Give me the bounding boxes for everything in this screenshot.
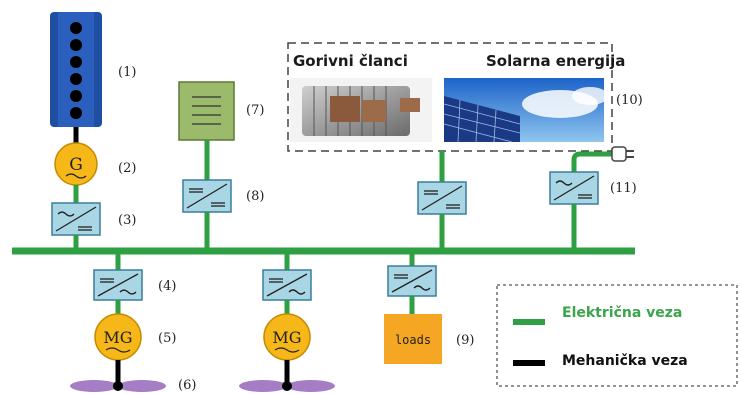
label-engine: (1) [118, 65, 136, 80]
label-conv-gen: (3) [118, 213, 136, 228]
motor-generator-1: MG [94, 313, 142, 361]
fuel-cell-image [290, 78, 432, 142]
mg2-symbol: MG [272, 328, 301, 347]
mg1-symbol: MG [103, 328, 132, 347]
loads-box: loads [384, 314, 442, 364]
legend-electrical-label: Električna veza [562, 305, 682, 321]
diesel-engine [50, 12, 102, 127]
converter-dc-ac-mg1 [93, 269, 143, 301]
generator-circle: G [54, 142, 98, 186]
battery-storage [178, 81, 235, 141]
loads-label: loads [395, 333, 431, 347]
label-shore: (11) [610, 181, 637, 196]
legend-mechanical-label: Mehanička veza [562, 353, 688, 369]
converter-dc-ac-mg2 [262, 269, 312, 301]
label-generator: (2) [118, 161, 136, 176]
label-loads: (9) [456, 333, 474, 348]
label-propeller: (6) [178, 378, 196, 393]
converter-ac-dc-shore [549, 171, 599, 205]
converter-dc-dc-renewables [417, 181, 467, 215]
label-renewables: (10) [616, 93, 643, 108]
label-battery: (7) [246, 103, 264, 118]
propeller-2 [239, 380, 335, 392]
renewables-box [287, 42, 613, 152]
converter-ac-dc-gen [51, 202, 101, 236]
header-solar: Solarna energija [486, 52, 625, 70]
header-fuel-cells: Gorivni članci [293, 52, 408, 70]
label-conv-battery: (8) [246, 189, 264, 204]
plug-icon [571, 146, 634, 172]
converter-dc-ac-loads [387, 265, 437, 297]
converter-dc-dc-battery [182, 179, 232, 213]
generator-symbol: G [69, 155, 83, 175]
label-mg1: (5) [158, 331, 176, 346]
motor-generator-2: MG [263, 313, 311, 361]
propeller-1 [70, 380, 166, 392]
solar-panel-image [443, 78, 608, 143]
label-conv-mg1: (4) [158, 279, 176, 294]
legend-box [496, 284, 738, 387]
